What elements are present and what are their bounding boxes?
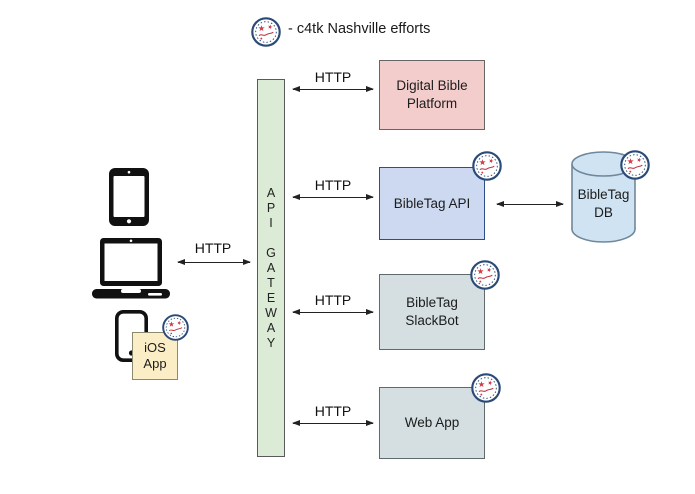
api-gateway-label: A P I G A T E W A Y <box>265 185 277 350</box>
gateway-dbp-arrow <box>292 85 374 92</box>
service-box-bibletag-api: BibleTag API <box>379 167 485 240</box>
c4tk-badge-icon <box>472 151 502 181</box>
service-box-bibletag-slackbot: BibleTag SlackBot <box>379 274 485 350</box>
http-label-dbp: HTTP <box>314 69 352 85</box>
service-label: BibleTag API <box>393 195 471 211</box>
c4tk-badge-icon <box>470 260 500 290</box>
diagram-title: - c4tk Nashville efforts <box>288 21 431 37</box>
service-label: Web App <box>404 415 460 431</box>
c4tk-logo-icon <box>251 17 281 47</box>
c4tk-badge-icon <box>620 150 650 180</box>
service-label: Digital Bible Platform <box>396 78 468 111</box>
http-label-webapp: HTTP <box>314 403 352 419</box>
http-label-slackbot: HTTP <box>314 292 352 308</box>
gateway-api-arrow <box>292 193 374 200</box>
laptop-icon <box>92 238 170 299</box>
api-db-arrow <box>496 200 564 207</box>
http-label-client-gateway: HTTP <box>194 240 232 256</box>
tablet-icon <box>109 168 149 226</box>
database-label: BibleTag DB <box>577 187 630 221</box>
gateway-slackbot-arrow <box>292 308 374 315</box>
service-box-digital-bible-platform: Digital Bible Platform <box>379 60 485 130</box>
gateway-webapp-arrow <box>292 419 374 426</box>
ios-app-box: iOS App <box>132 332 178 380</box>
c4tk-badge-icon <box>471 373 501 403</box>
service-label: BibleTag SlackBot <box>405 295 459 328</box>
api-gateway-box: A P I G A T E W A Y <box>257 79 285 457</box>
http-label-api: HTTP <box>314 177 352 193</box>
c4tk-badge-icon <box>162 314 189 341</box>
client-gateway-arrow <box>177 258 251 265</box>
ios-app-label: iOS App <box>143 339 167 371</box>
service-box-web-app: Web App <box>379 387 485 459</box>
